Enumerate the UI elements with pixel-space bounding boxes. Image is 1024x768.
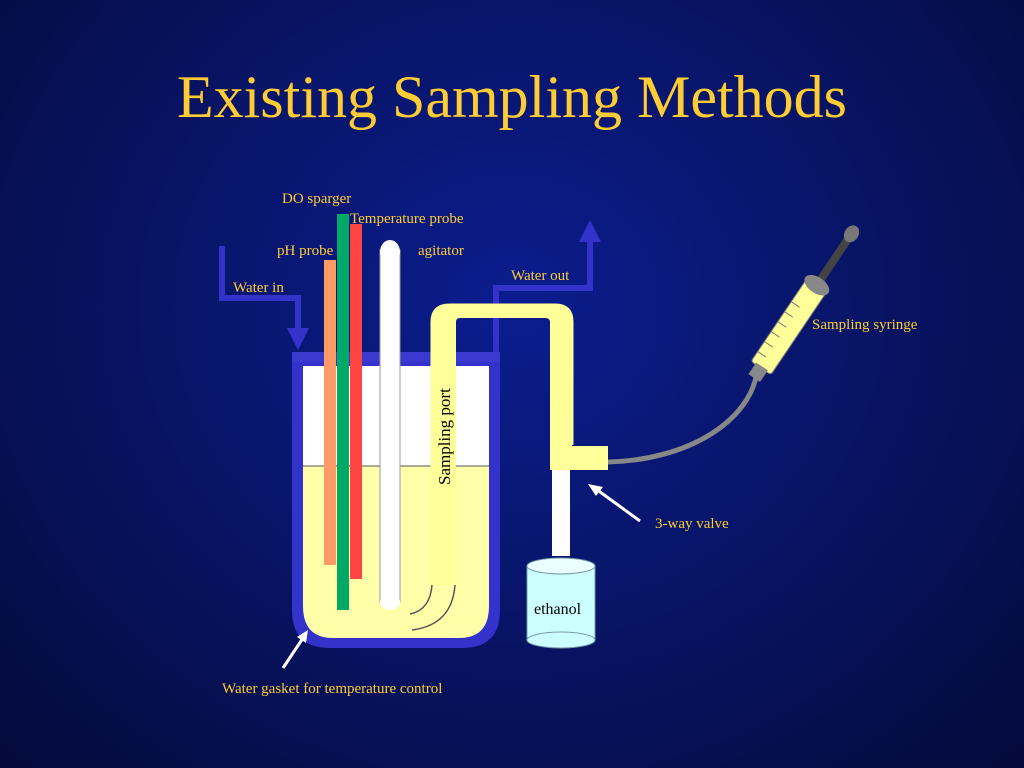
- ph-probe: [324, 260, 336, 565]
- label-water-gasket: Water gasket for temperature control: [222, 681, 442, 697]
- water-out-arrow: [493, 220, 601, 355]
- label-do-sparger: DO sparger: [282, 191, 351, 207]
- label-sampling-syringe: Sampling syringe: [812, 317, 918, 333]
- label-water-out: Water out: [511, 268, 570, 284]
- syringe-line: [607, 371, 760, 465]
- do-sparger: [337, 214, 349, 610]
- agitator: [379, 240, 401, 610]
- temperature-probe: [350, 224, 362, 579]
- sampling-syringe-icon: [748, 225, 860, 382]
- label-three-way-valve: 3-way valve: [655, 516, 729, 532]
- ethanol-container: [526, 557, 596, 649]
- slide-title: Existing Sampling Methods: [176, 64, 848, 130]
- three-way-valve: [550, 446, 608, 556]
- three-way-valve-pointer-arrow: [588, 484, 641, 523]
- label-agitator: agitator: [418, 243, 464, 259]
- label-water-in: Water in: [233, 280, 284, 296]
- label-sampling-port: Sampling port: [435, 388, 454, 485]
- sampling-tube: [409, 303, 574, 631]
- label-temperature-probe: Temperature probe: [350, 211, 464, 227]
- label-ethanol: ethanol: [534, 601, 582, 618]
- water-gasket-pointer-arrow: [281, 630, 308, 669]
- water-in-arrow: [219, 246, 309, 350]
- label-ph-probe: pH probe: [277, 243, 334, 259]
